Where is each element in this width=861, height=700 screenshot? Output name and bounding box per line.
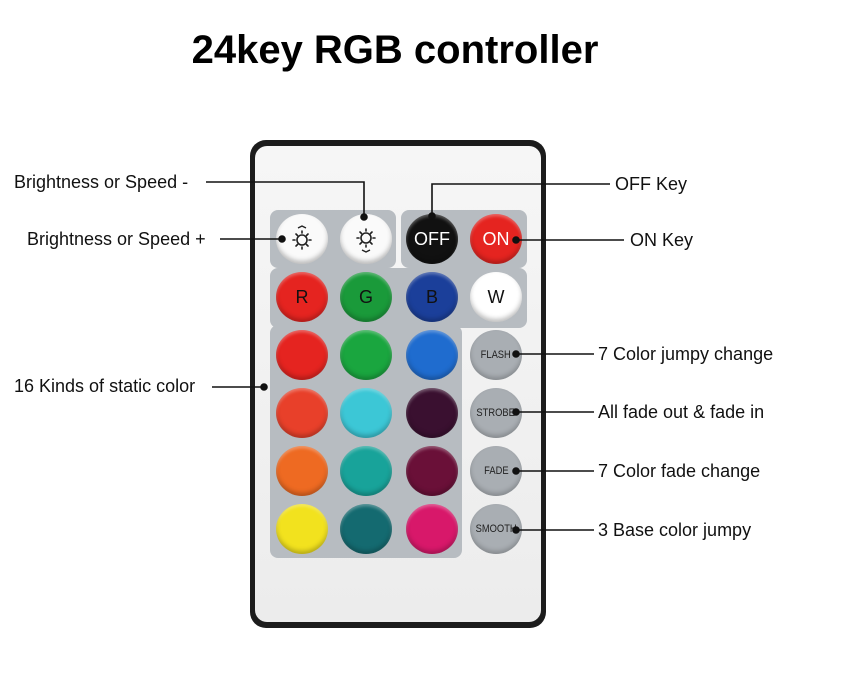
flash-key[interactable]: FLASH <box>470 330 522 380</box>
color-key-green[interactable] <box>340 330 392 380</box>
green-key-label: G <box>358 286 373 307</box>
brightness-up-icon <box>356 228 376 253</box>
off-key[interactable]: OFF <box>406 214 458 264</box>
red-key-label: R <box>295 286 309 307</box>
color-key-dark-purple[interactable] <box>406 388 458 438</box>
callout-strobe: All fade out & fade in <box>598 402 765 422</box>
color-key-blue[interactable] <box>406 330 458 380</box>
smooth-key-label: SMOOTH <box>475 523 517 535</box>
callout-static-colors: 16 Kinds of static color <box>14 376 196 396</box>
callout-brightness-minus: Brightness or Speed - <box>14 172 189 192</box>
red-key[interactable]: R <box>276 272 328 322</box>
color-key-red[interactable] <box>276 330 328 380</box>
callout-smooth: 3 Base color jumpy <box>598 520 752 540</box>
off-key-label: OFF <box>414 228 450 249</box>
callout-on-key: ON Key <box>630 230 694 250</box>
blue-key-label: B <box>425 286 438 307</box>
color-key-orange[interactable] <box>276 446 328 496</box>
green-key[interactable]: G <box>340 272 392 322</box>
callout-flash: 7 Color jumpy change <box>598 344 774 364</box>
brightness-up-key[interactable] <box>340 214 392 264</box>
page-title: 24key RGB controller <box>191 28 599 72</box>
flash-key-label: FLASH <box>480 349 512 361</box>
color-key-cyan[interactable] <box>340 388 392 438</box>
brightness-down-icon <box>292 225 312 250</box>
callout-off-key: OFF Key <box>615 174 688 194</box>
color-key-teal[interactable] <box>340 446 392 496</box>
leader-off <box>431 183 610 216</box>
fade-key-label: FADE <box>483 465 509 477</box>
white-key-label: W <box>487 286 505 307</box>
callout-fade: 7 Color fade change <box>598 461 761 481</box>
white-key[interactable]: W <box>470 272 522 322</box>
color-key-yellow[interactable] <box>276 504 328 554</box>
on-key-label: ON <box>482 228 510 249</box>
color-key-red-orange[interactable] <box>276 388 328 438</box>
leader-brightness-minus <box>206 181 365 215</box>
color-key-dark-teal[interactable] <box>340 504 392 554</box>
color-key-pink[interactable] <box>406 504 458 554</box>
color-key-plum[interactable] <box>406 446 458 496</box>
strobe-key-label: STROBE <box>476 407 516 419</box>
blue-key[interactable]: B <box>406 272 458 322</box>
callout-brightness-plus: Brightness or Speed + <box>27 229 206 249</box>
